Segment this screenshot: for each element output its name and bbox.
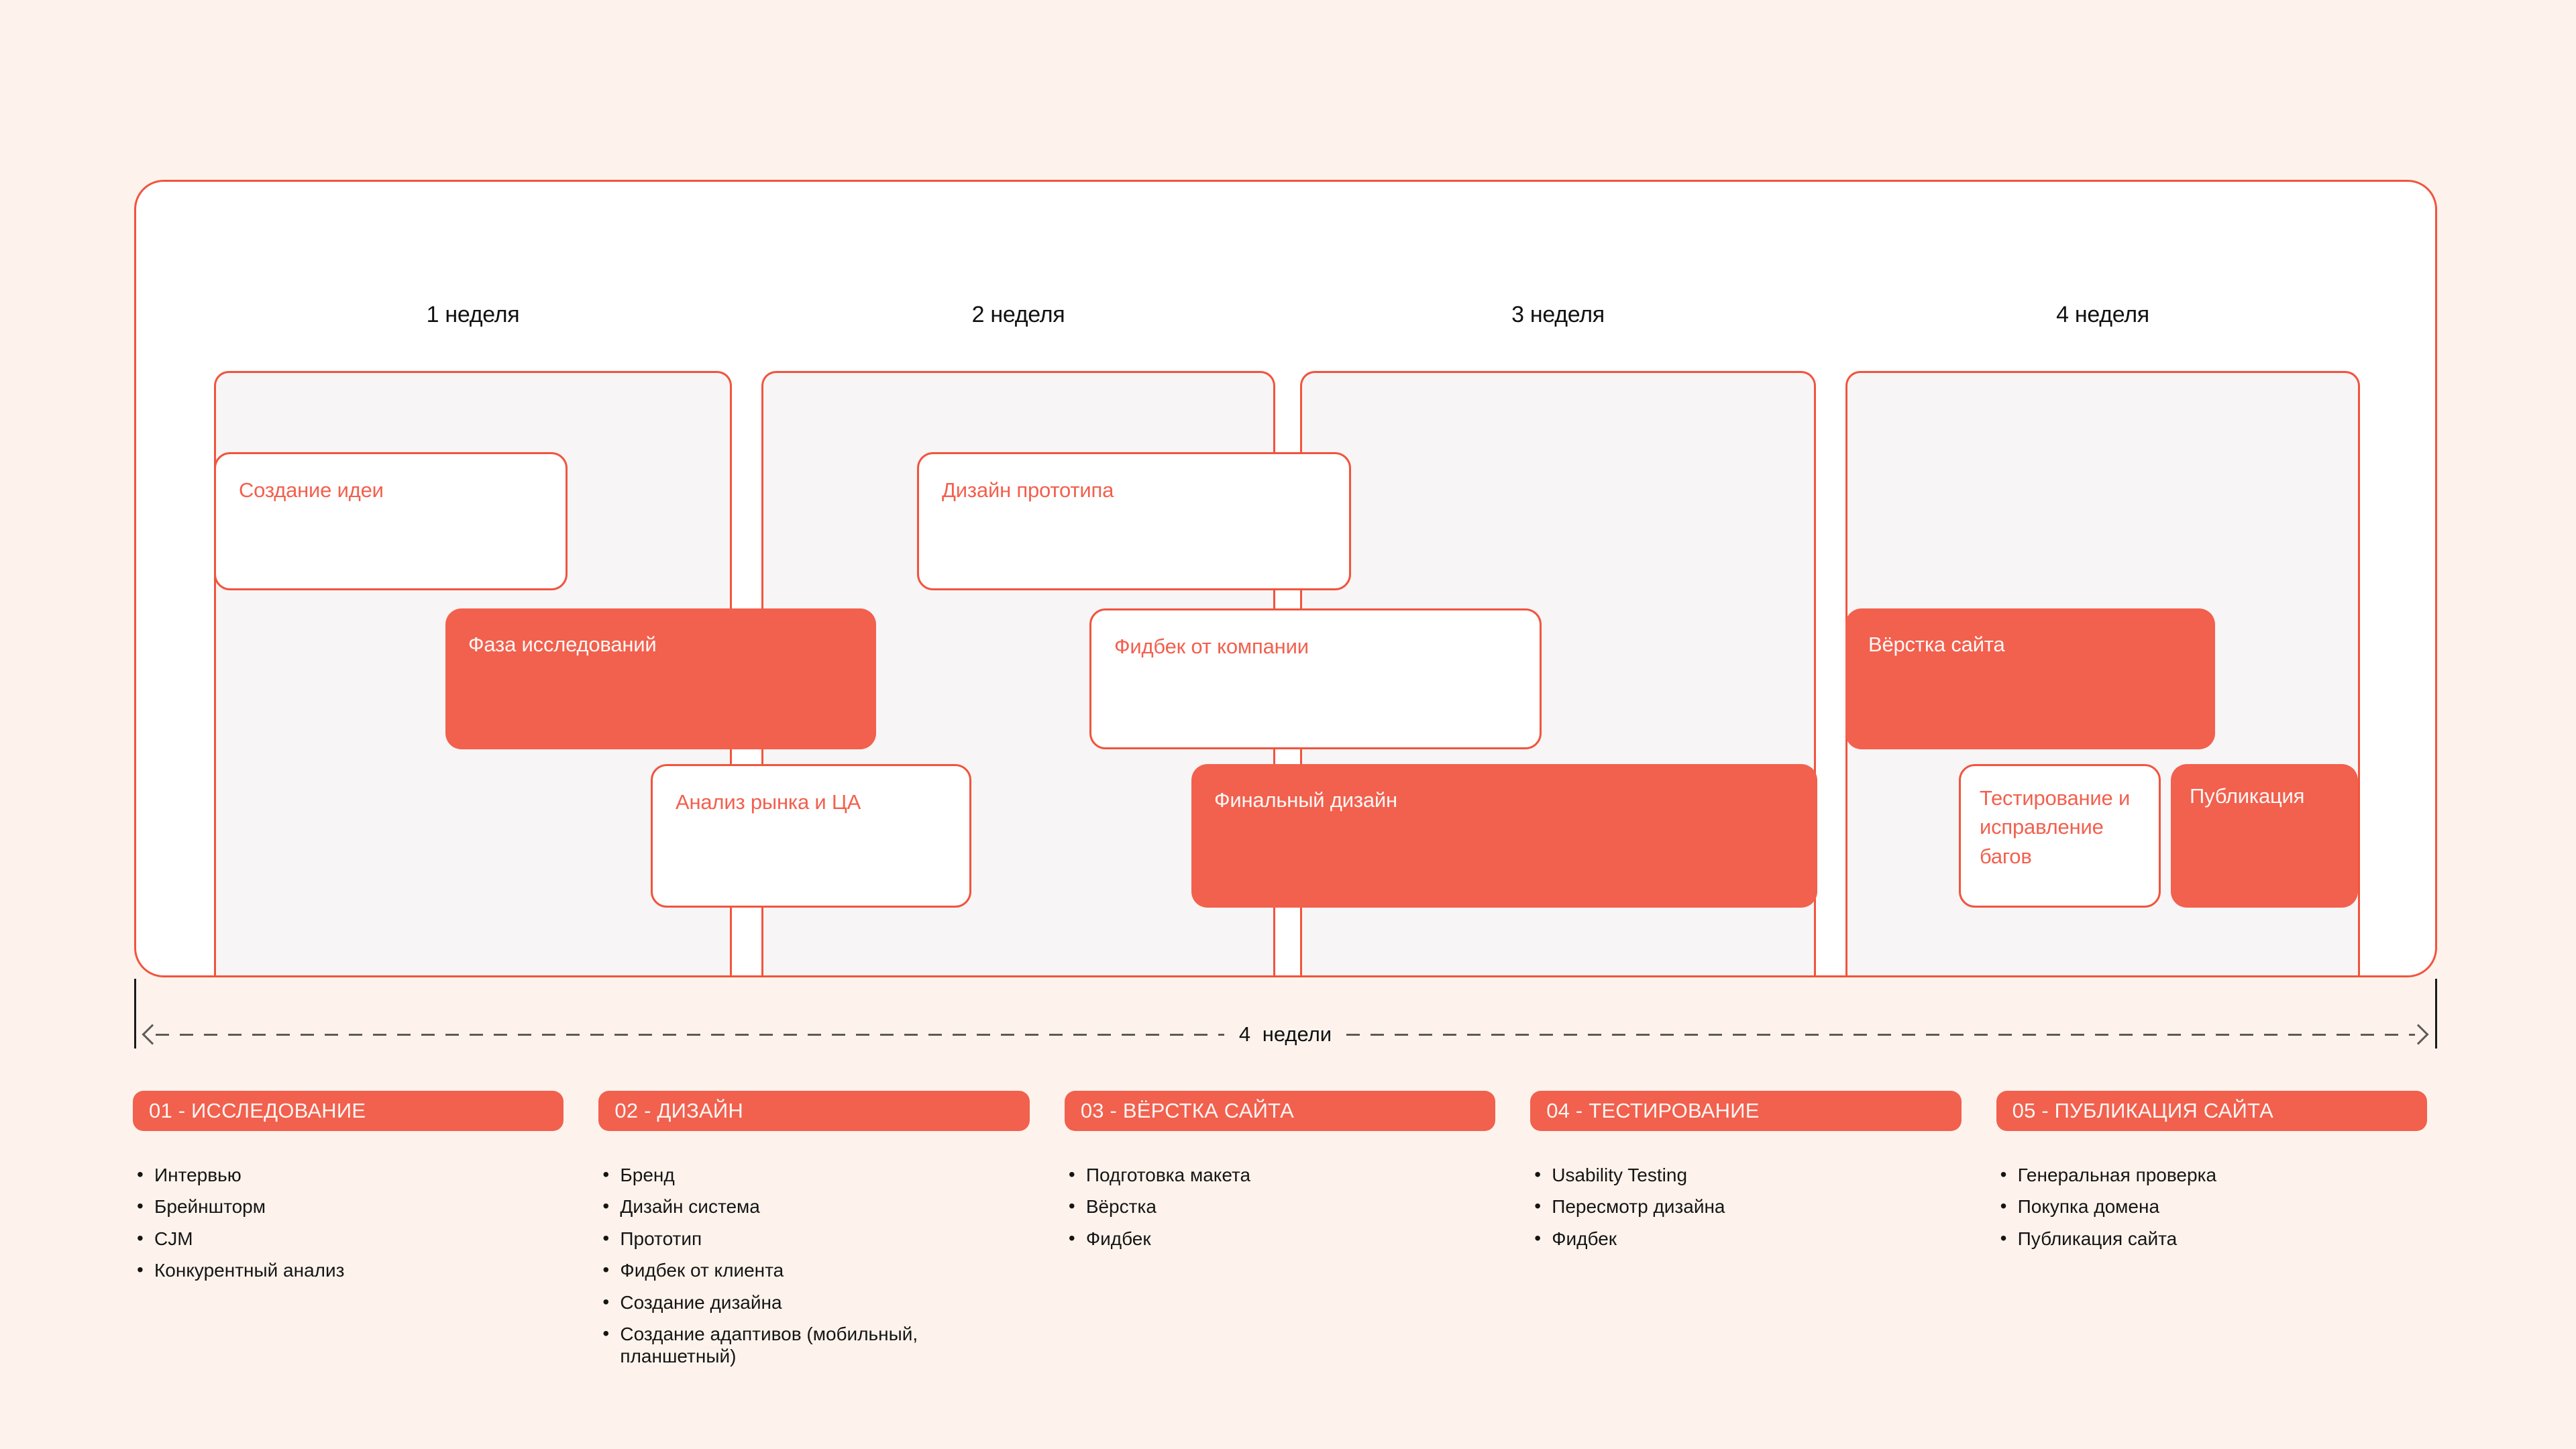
phase-badge-layout: 03 - ВЁРСТКА САЙТА: [1064, 1091, 1496, 1131]
phase-badge-design: 02 - ДИЗАЙН: [598, 1091, 1030, 1131]
list-item: Вёрстка: [1065, 1195, 1495, 1218]
timeline-board: 1 неделя 2 неделя 3 неделя 4 неделя Созд…: [134, 180, 2437, 977]
task-card-final-design: Финальный дизайн: [1191, 764, 1817, 908]
phase-badge-testing: 04 - ТЕСТИРОВАНИЕ: [1530, 1091, 1962, 1131]
list-item: Фидбек от клиента: [598, 1259, 1029, 1281]
ruler-dashed-line: [1346, 1033, 2415, 1036]
phase-publication: 05 - ПУБЛИКАЦИЯ САЙТА Генеральная провер…: [1996, 1091, 2428, 1377]
list-item: Создание дизайна: [598, 1291, 1029, 1313]
task-card-company-feedback: Фидбек от компании: [1089, 608, 1542, 749]
week-label-3: 3 неделя: [1511, 302, 1605, 327]
list-item: Бренд: [598, 1164, 1029, 1186]
ruler-tick-right: [2435, 979, 2437, 1049]
week-label-4: 4 неделя: [2056, 302, 2149, 327]
phase-item-list: Бренд Дизайн система Прототип Фидбек от …: [598, 1164, 1029, 1367]
list-item: CJM: [133, 1228, 564, 1250]
list-item: Прототип: [598, 1228, 1029, 1250]
phase-item-list: Интервью Брейншторм CJM Конкурентный ана…: [133, 1164, 564, 1282]
phase-research: 01 - ИССЛЕДОВАНИЕ Интервью Брейншторм CJ…: [133, 1091, 564, 1377]
phase-badge-publication: 05 - ПУБЛИКАЦИЯ САЙТА: [1996, 1091, 2428, 1131]
list-item: Публикация сайта: [1996, 1228, 2427, 1250]
week-label-1: 1 неделя: [426, 302, 520, 327]
task-card-prototype-design: Дизайн прототипа: [917, 452, 1351, 590]
arrow-right-icon: [2408, 1024, 2429, 1045]
list-item: Пересмотр дизайна: [1530, 1195, 1961, 1218]
task-card-publication: Публикация: [2171, 764, 2358, 908]
phase-badge-research: 01 - ИССЛЕДОВАНИЕ: [133, 1091, 564, 1131]
list-item: Дизайн система: [598, 1195, 1029, 1218]
list-item: Покупка домена: [1996, 1195, 2427, 1218]
ruler-tick-left: [134, 979, 136, 1049]
phase-item-list: Usability Testing Пересмотр дизайна Фидб…: [1530, 1164, 1961, 1250]
phase-item-list: Генеральная проверка Покупка домена Публ…: [1996, 1164, 2427, 1250]
arrow-left-icon: [142, 1024, 163, 1045]
list-item: Конкурентный анализ: [133, 1259, 564, 1281]
list-item: Брейншторм: [133, 1195, 564, 1218]
phase-testing: 04 - ТЕСТИРОВАНИЕ Usability Testing Пере…: [1530, 1091, 1962, 1377]
phase-layout: 03 - ВЁРСТКА САЙТА Подготовка макета Вёр…: [1064, 1091, 1496, 1377]
phase-legend: 01 - ИССЛЕДОВАНИЕ Интервью Брейншторм CJ…: [133, 1091, 2428, 1377]
phase-item-list: Подготовка макета Вёрстка Фидбек: [1065, 1164, 1495, 1250]
list-item: Генеральная проверка: [1996, 1164, 2427, 1186]
list-item: Создание адаптивов (мобильный, планшетны…: [598, 1323, 1029, 1367]
task-card-market-analysis: Анализ рынка и ЦА: [651, 764, 971, 908]
list-item: Подготовка макета: [1065, 1164, 1495, 1186]
list-item: Фидбек: [1530, 1228, 1961, 1250]
week-label-2: 2 неделя: [971, 302, 1065, 327]
task-card-testing-bugfix: Тестирование и исправление багов: [1959, 764, 2161, 908]
list-item: Usability Testing: [1530, 1164, 1961, 1186]
ruler-dashed-line: [156, 1033, 1224, 1036]
phase-design: 02 - ДИЗАЙН Бренд Дизайн система Прототи…: [598, 1091, 1030, 1377]
task-card-site-layout: Вёрстка сайта: [1845, 608, 2215, 749]
duration-ruler: 4 недели: [142, 1022, 2429, 1046]
task-card-idea-creation: Создание идеи: [214, 452, 568, 590]
list-item: Фидбек: [1065, 1228, 1495, 1250]
task-card-research-phase: Фаза исследований: [445, 608, 876, 749]
ruler-label: 4 недели: [1238, 1022, 1332, 1046]
list-item: Интервью: [133, 1164, 564, 1186]
